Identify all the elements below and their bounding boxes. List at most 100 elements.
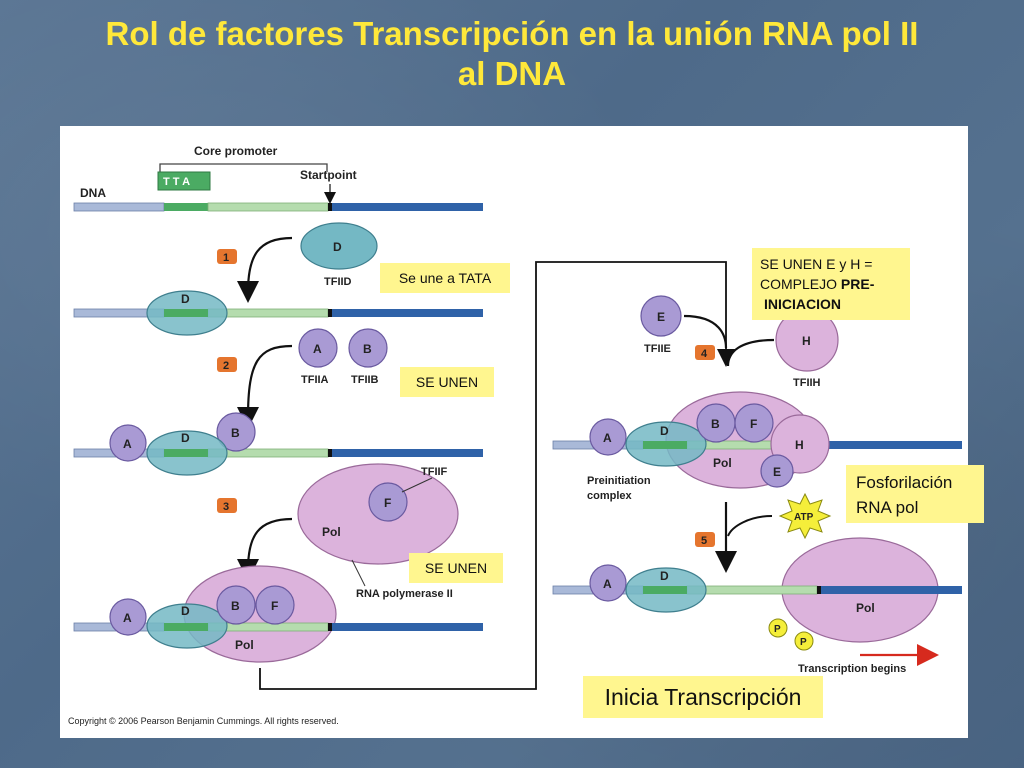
- flow-connector: [259, 261, 735, 690]
- phosphate-2: [794, 631, 814, 651]
- note-se-unen-1: SE UNEN: [400, 367, 494, 397]
- step-3-arrow: [237, 517, 293, 581]
- tfiib-label: TFIIB: [351, 374, 379, 386]
- preinit-tfiif-f-label: F: [750, 417, 757, 431]
- tfiie-arrow: [683, 314, 728, 349]
- note-se-unen-2-text: SE UNEN: [424, 560, 488, 576]
- tfiib-bound-b-label: B: [231, 426, 240, 440]
- diagram-panel: Core promoter T T A DNA Startpoint 1 D T…: [60, 126, 968, 738]
- tata-under-tfiid: [164, 309, 208, 317]
- tfiid-bound-d-label: D: [181, 292, 190, 306]
- step-4-number: 4: [701, 348, 708, 360]
- tfiia-factor: [298, 328, 338, 368]
- rna-pol-ii-label: RNA polymerase II: [356, 588, 453, 600]
- step-5-badge: [695, 532, 715, 547]
- preinit-pol-label: Pol: [713, 456, 732, 470]
- tfiif-label: TFIIF: [421, 466, 448, 478]
- note-se-une-tata-text: Se une a TATA: [398, 270, 492, 286]
- tfiia-bound: [109, 424, 147, 462]
- tfiif-bound-4-f-label: F: [271, 599, 278, 613]
- tfiid-factor: [300, 222, 378, 270]
- step-1-arrow: [237, 236, 293, 303]
- final-tfiid-d-label: D: [660, 569, 669, 583]
- note-eh-line2a: COMPLEJO: [760, 276, 841, 292]
- step-1-badge: [217, 249, 237, 264]
- note-fosfo-line1: Fosforilación: [856, 473, 953, 492]
- rna-pol-ii-pol-label: Pol: [322, 525, 341, 539]
- step-4-badge: [695, 345, 715, 360]
- tfiia-bound-4: [109, 598, 147, 636]
- preinit-tfiib-b-label: B: [711, 417, 720, 431]
- step-2-badge: [217, 357, 237, 372]
- phosphate-1: [768, 618, 788, 638]
- tfiih-arrow: [726, 338, 775, 367]
- tfiid-d-label: D: [333, 240, 342, 254]
- preinit-tata: [643, 441, 687, 449]
- core-promoter-bracket: [159, 163, 328, 172]
- tata-under-tfiid-4: [164, 623, 208, 631]
- tfiid-bound-3-d-label: D: [181, 431, 190, 445]
- step-3-badge: [217, 498, 237, 513]
- note-fosfo-line2: RNA pol: [856, 498, 919, 517]
- note-inicia-transcripcion-text: Inicia Transcripción: [604, 684, 802, 710]
- pol-bound-4-label: Pol: [235, 638, 254, 652]
- preinit-tfiih-h-label: H: [795, 438, 804, 452]
- final-tfiia-a-label: A: [603, 577, 612, 591]
- slide-title: Rol de factores Transcripción en la unió…: [0, 14, 1024, 94]
- note-inicia-transcripcion: Inicia Transcripción: [583, 676, 823, 718]
- atp-arrow: [727, 515, 773, 537]
- tfiie-factor: [640, 295, 682, 337]
- note-eh-line1: SE UNEN E y H =: [760, 256, 873, 272]
- tfiif-factor: [368, 482, 408, 522]
- rna-pol-ii-pointer: [351, 559, 366, 587]
- preinit-tfiia-a-label: A: [603, 431, 612, 445]
- preinit-tfiie-e-label: E: [773, 465, 781, 479]
- preinit-tfiid-d-label: D: [660, 424, 669, 438]
- tfiib-factor: [348, 328, 388, 368]
- tfiia-label: TFIIA: [301, 374, 329, 386]
- preinit-tfiif: [734, 403, 774, 443]
- slide-title-line2: al DNA: [457, 55, 567, 92]
- tfiif-pointer: [401, 477, 433, 493]
- tfiih-h-label: H: [802, 334, 811, 348]
- tfiia-bound-a-label: A: [123, 437, 132, 451]
- tata-under-tfiid-3: [164, 449, 208, 457]
- step-3-number: 3: [223, 501, 229, 513]
- note-se-unen-2: SE UNEN: [409, 553, 503, 583]
- tfiid-label: TFIID: [324, 276, 352, 288]
- tfiib-bound-4: [216, 585, 256, 625]
- final-pol-label: Pol: [856, 601, 875, 615]
- tfiie-e-label: E: [657, 310, 665, 324]
- note-eh-line3: INICIACION: [760, 294, 910, 314]
- copyright-text: Copyright © 2006 Pearson Benjamin Cummin…: [68, 716, 339, 726]
- preinit-label-1: Preinitiation: [587, 475, 651, 487]
- preinit-label-2: complex: [587, 490, 633, 502]
- note-eh-line3-text: INICIACION: [764, 296, 841, 312]
- phosphate-2-label: P: [800, 637, 807, 648]
- preinit-tfiie: [760, 454, 794, 488]
- step-5-number: 5: [701, 535, 707, 547]
- note-complejo-preiniciacion: SE UNEN E y H = COMPLEJO PRE- INICIACION: [752, 248, 910, 320]
- tfiia-a-label: A: [313, 342, 322, 356]
- tata-box: [157, 171, 211, 191]
- step-2-number: 2: [223, 360, 229, 372]
- atp-label: ATP: [794, 512, 814, 523]
- final-tata: [643, 586, 687, 594]
- note-se-unen-1-text: SE UNEN: [415, 374, 479, 390]
- step-2-arrow: [237, 344, 293, 429]
- note-eh-line2: COMPLEJO PRE-: [760, 274, 910, 294]
- atp-burst: [778, 492, 832, 540]
- final-tfiia: [589, 564, 627, 602]
- note-fosforilacion: Fosforilación RNA pol: [846, 465, 984, 523]
- tfiif-f-label: F: [384, 496, 391, 510]
- tfiia-bound-4-a-label: A: [123, 611, 132, 625]
- slide-title-line1: Rol de factores Transcripción en la unió…: [105, 15, 919, 52]
- tfiib-b-label: B: [363, 342, 372, 356]
- transcription-begins-label: Transcription begins: [798, 663, 906, 675]
- tfiib-bound: [216, 412, 256, 452]
- tfiih-label: TFIIH: [793, 377, 821, 389]
- dna-strand-2: [73, 308, 483, 318]
- step-1-number: 1: [223, 252, 229, 264]
- transcription-diagram: Core promoter T T A DNA Startpoint 1 D T…: [68, 144, 962, 726]
- dna-strand-1: [73, 202, 483, 212]
